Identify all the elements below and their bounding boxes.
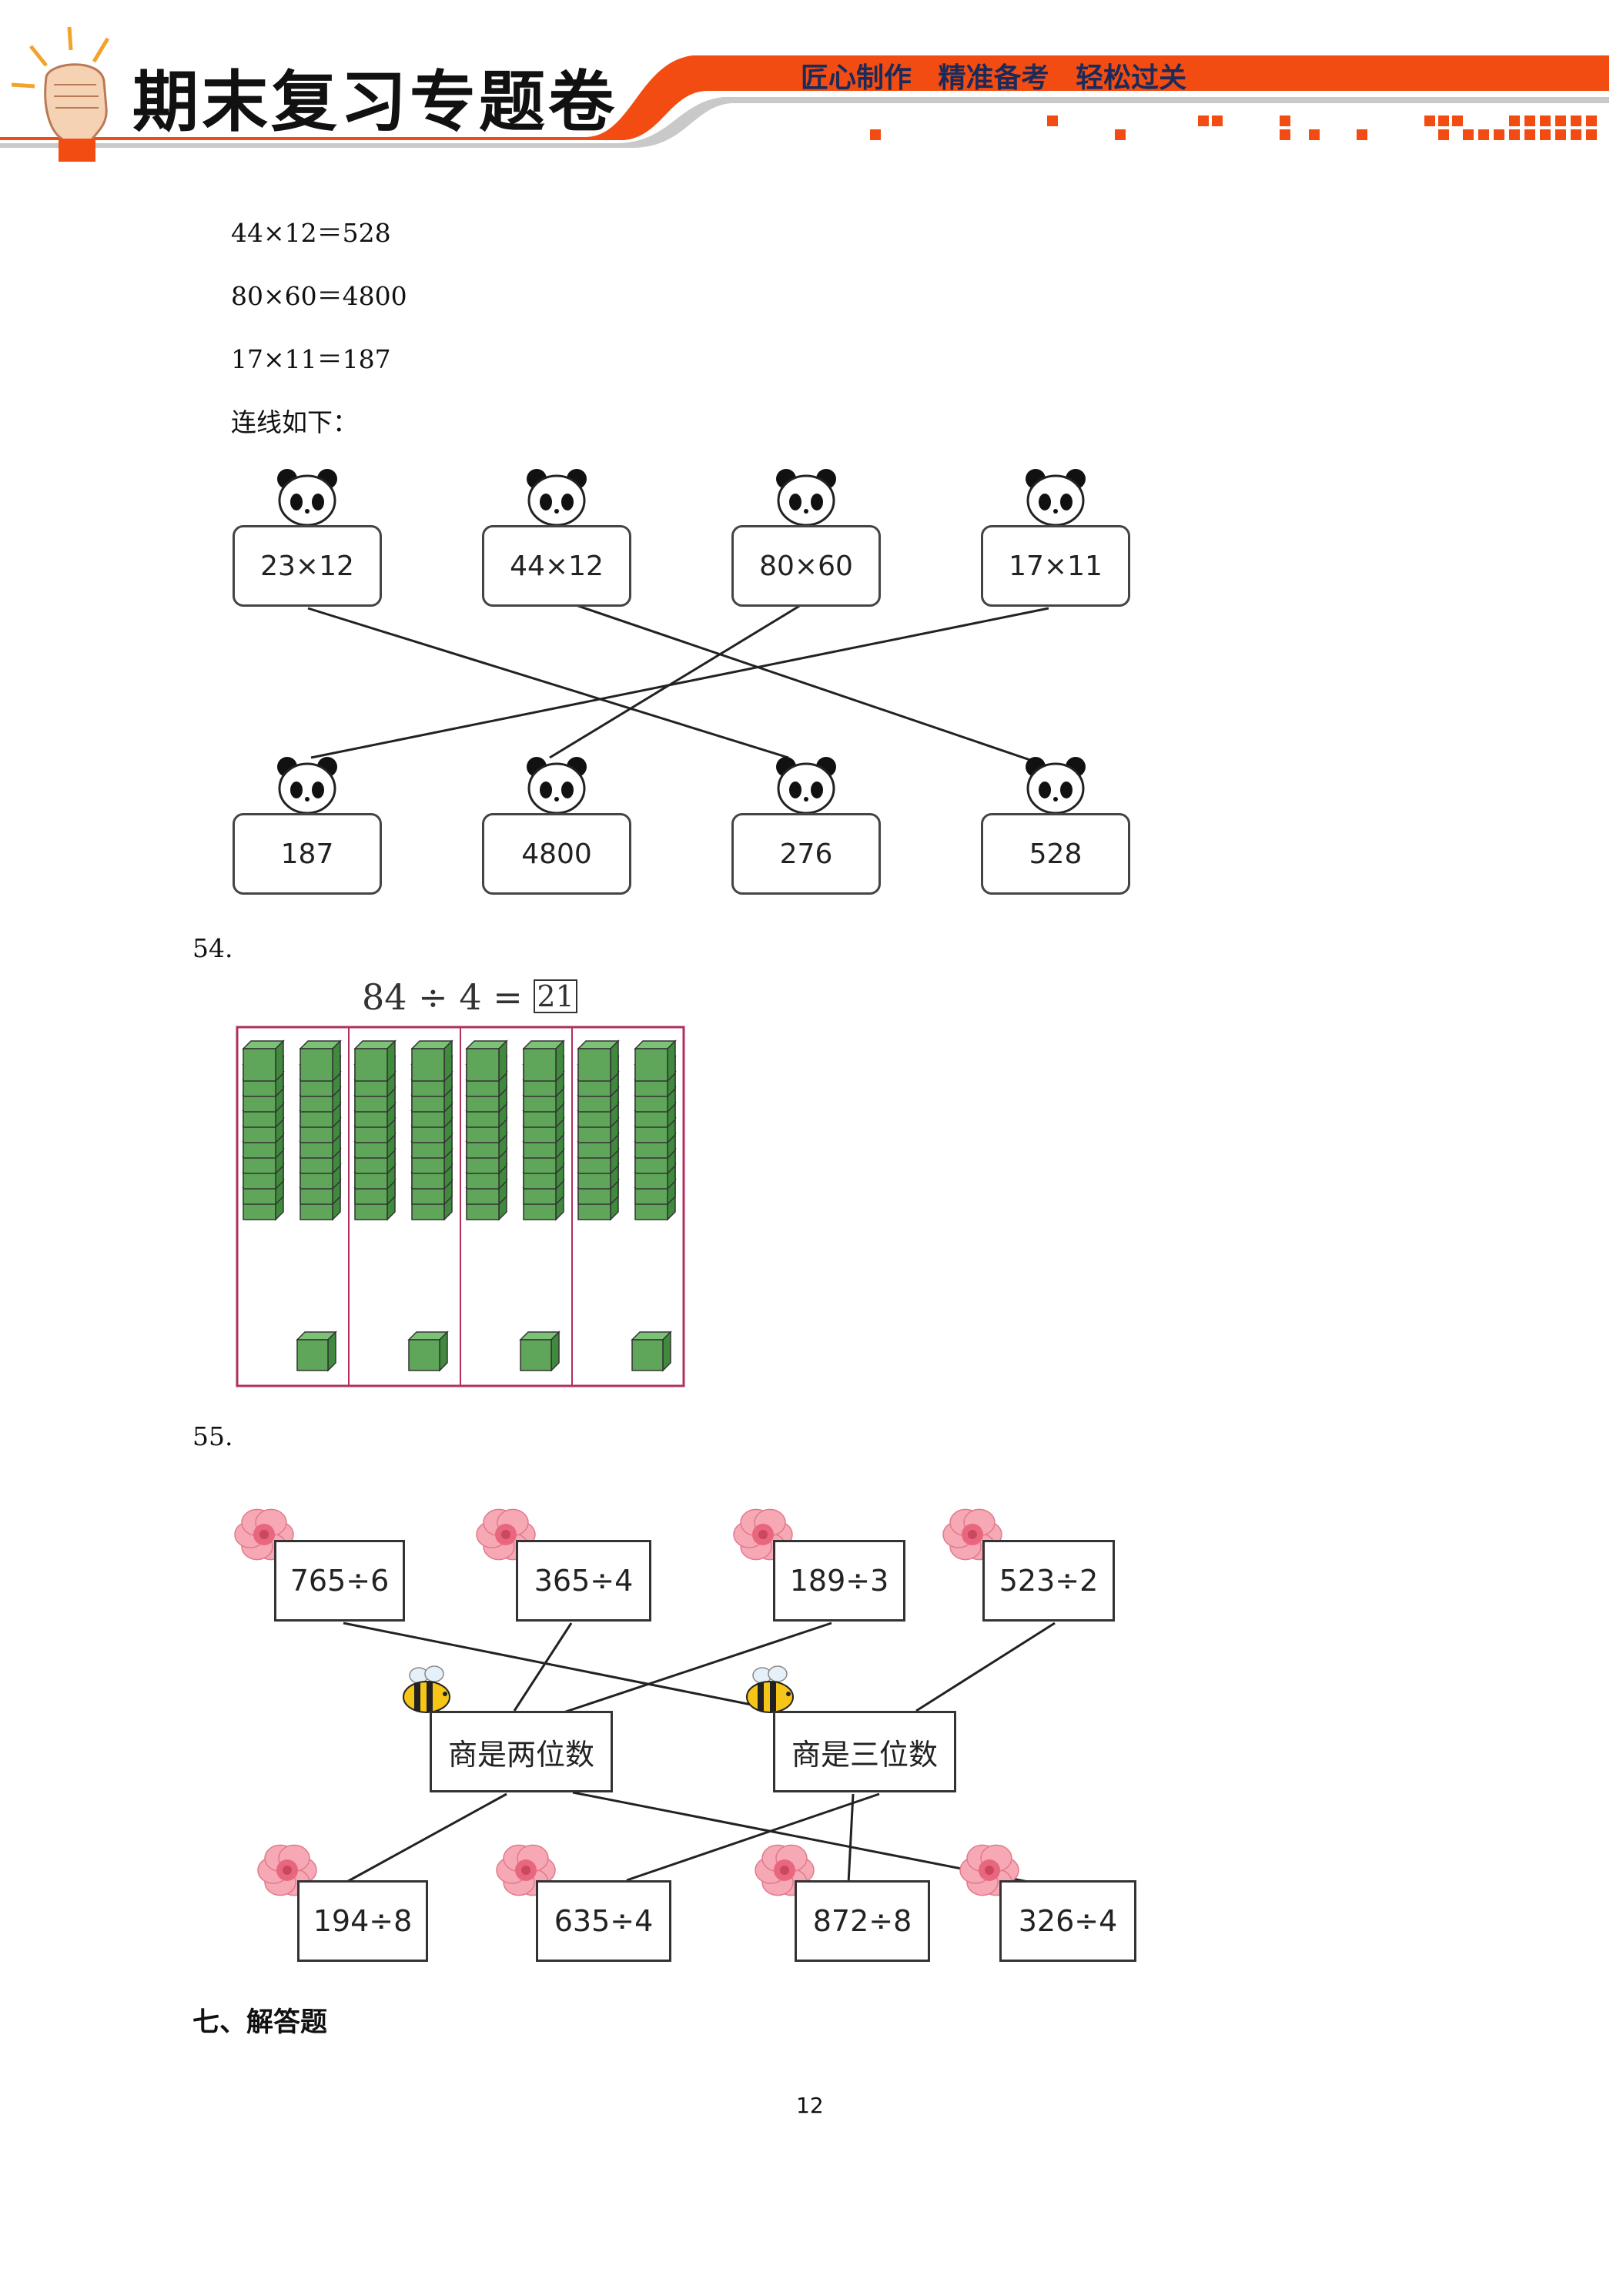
expression-card: 17×11	[981, 525, 1130, 607]
question-number: 55.	[192, 1421, 233, 1451]
bee-icon	[403, 1665, 450, 1713]
flower-icon	[733, 1508, 793, 1561]
match-line	[575, 604, 1060, 771]
sort-line	[626, 1792, 880, 1882]
tens-rod	[242, 1039, 285, 1221]
base-ten-blocks	[236, 1026, 685, 1387]
result-card: 187	[233, 813, 382, 895]
division-box: 872÷8	[795, 1880, 930, 1962]
panda-icon	[1026, 469, 1086, 527]
panda-icon	[776, 757, 836, 815]
match-note: 连线如下：	[231, 407, 358, 437]
fist-icon	[11, 26, 110, 162]
panda-icon	[1026, 757, 1086, 815]
bee-icon	[746, 1665, 794, 1713]
answer-line: 80×60＝4800	[231, 281, 407, 311]
expression-card: 23×12	[233, 525, 382, 607]
division-expression: 84 ÷ 4 =	[362, 976, 523, 1018]
question-number: 54.	[192, 933, 233, 963]
division-equation: 84 ÷ 4 = 21	[362, 976, 577, 1018]
tens-rod	[410, 1039, 453, 1221]
tens-rod	[522, 1039, 565, 1221]
division-box: 523÷2	[982, 1540, 1115, 1622]
tens-rod	[577, 1039, 620, 1221]
header-banner	[0, 55, 1609, 148]
division-box: 765÷6	[274, 1540, 405, 1622]
flower-icon	[755, 1844, 815, 1896]
division-answer: 21	[534, 979, 577, 1013]
match-line	[310, 607, 1049, 759]
result-card: 528	[981, 813, 1130, 895]
tens-rod	[353, 1039, 397, 1221]
sort-line	[847, 1793, 855, 1884]
tens-rod	[634, 1039, 677, 1221]
division-box: 365÷4	[516, 1540, 651, 1622]
match-line	[307, 607, 789, 759]
sort-lines	[335, 1622, 1060, 1889]
division-box: 326÷4	[999, 1880, 1136, 1962]
division-box: 194÷8	[297, 1880, 428, 1962]
flower-icon	[959, 1844, 1019, 1896]
tens-rod	[299, 1039, 342, 1221]
ones-cube	[296, 1330, 337, 1372]
category-box: 商是三位数	[773, 1711, 956, 1792]
sort-line	[558, 1622, 832, 1715]
division-box: 189÷3	[773, 1540, 905, 1622]
category-box: 商是两位数	[430, 1711, 613, 1792]
flower-icon	[257, 1844, 317, 1896]
result-card: 276	[731, 813, 881, 895]
sort-line	[335, 1792, 507, 1889]
panda-icon	[277, 757, 337, 815]
sort-line	[915, 1622, 1056, 1712]
result-card: 4800	[482, 813, 631, 895]
panda-icon	[277, 469, 337, 527]
ones-cube	[407, 1330, 449, 1372]
sort-line	[343, 1622, 752, 1706]
expression-card: 80×60	[731, 525, 881, 607]
page-number: 12	[796, 2093, 824, 2118]
header-slogan: 匠心制作 精准备考 轻松过关	[801, 62, 1187, 94]
sort-line	[513, 1622, 573, 1712]
division-box: 635÷4	[536, 1880, 671, 1962]
panda-icon	[527, 469, 587, 527]
matching-lines	[307, 604, 1060, 771]
panda-icon	[527, 757, 587, 815]
ones-cube	[519, 1330, 561, 1372]
expression-card: 44×12	[482, 525, 631, 607]
panda-icon	[776, 469, 836, 527]
match-line	[549, 604, 801, 759]
header-title: 期末复习专题卷	[132, 64, 617, 141]
answer-line: 17×11＝187	[231, 344, 391, 374]
section-heading: 七、解答题	[192, 2007, 328, 2038]
flower-icon	[476, 1508, 536, 1561]
tens-rod	[465, 1039, 508, 1221]
answer-line: 44×12＝528	[231, 218, 391, 248]
page-header: 期末复习专题卷 匠心制作 精准备考 轻松过关	[0, 0, 1623, 169]
ones-cube	[631, 1330, 672, 1372]
